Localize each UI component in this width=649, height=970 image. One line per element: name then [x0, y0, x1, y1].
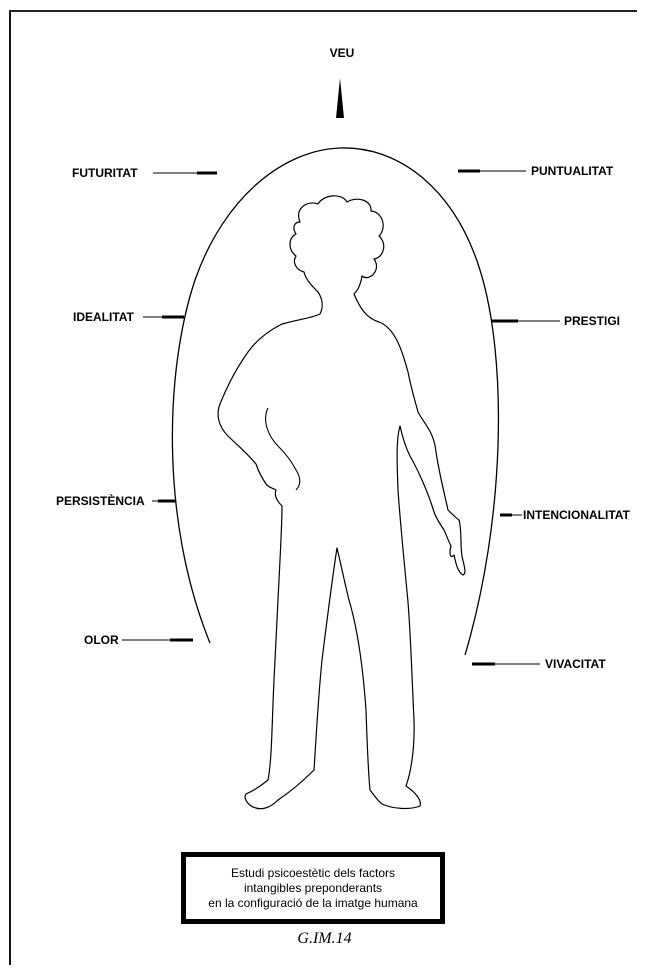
label-puntualitat: PUNTUALITAT: [531, 164, 614, 178]
figure-id: G.IM.14: [0, 930, 649, 948]
label-persistencia: PERSISTÈNCIA: [56, 493, 145, 508]
human-silhouette: [218, 196, 465, 809]
caption-line-1: Estudi psicoestètic dels factors: [231, 866, 395, 881]
label-vivacitat: VIVACITAT: [545, 657, 606, 671]
label-prestigi: PRESTIGI: [564, 314, 620, 328]
label-veu: VEU: [330, 46, 355, 60]
label-futuritat: FUTURITAT: [72, 166, 138, 180]
caption-box: Estudi psicoestètic dels factors intangi…: [181, 852, 445, 924]
label-olor: OLOR: [84, 633, 119, 647]
label-idealitat: IDEALITAT: [73, 310, 135, 324]
label-intencionalitat: INTENCIONALITAT: [523, 508, 631, 522]
caption-line-2: intangibles preponderants: [244, 881, 382, 896]
caption-line-3: en la configuració de la imatge humana: [208, 896, 417, 911]
veu-pointer: [336, 78, 344, 118]
